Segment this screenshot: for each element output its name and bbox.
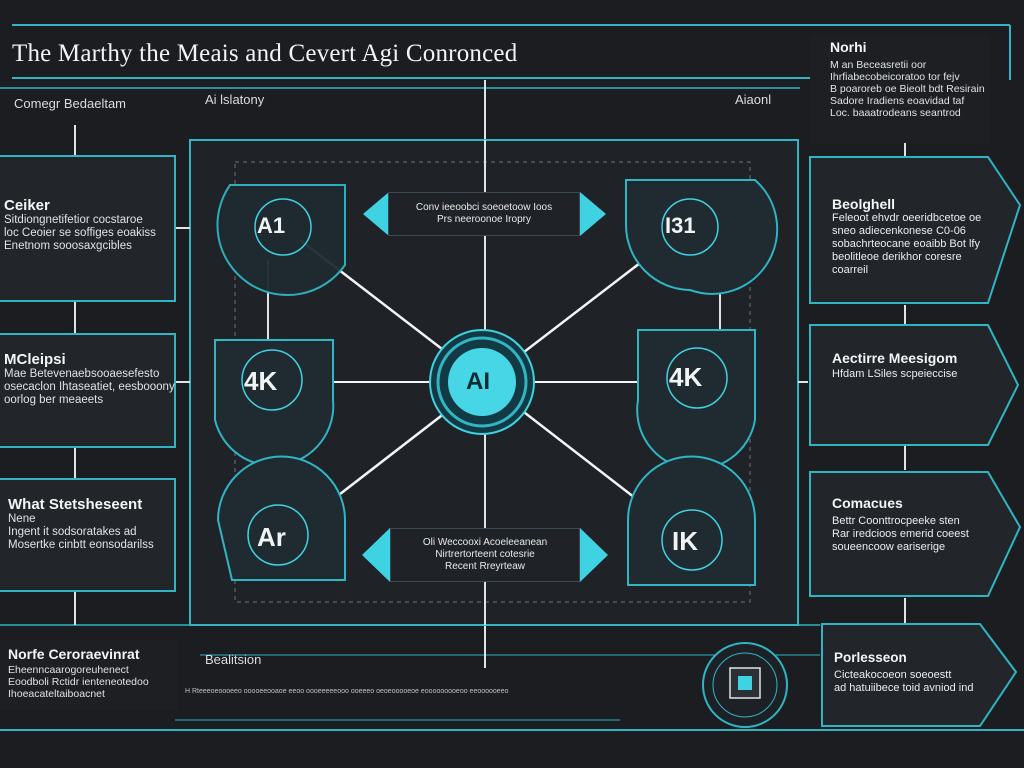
left-box-2[interactable]: MCleipsi Mae Betevenaebsooaesefesto osec…	[0, 333, 176, 448]
note-line: Loc. baaatrodeans seantrod	[830, 107, 961, 119]
label-bottom-mid: Bealitsion	[205, 652, 262, 667]
left-box-2-line: Mae Betevenaebsooaesefesto	[4, 368, 160, 380]
right-box-3-line: Rar iredcioos emerid coeest	[832, 528, 969, 540]
right-box-3-line: soueencoow eariserige	[832, 541, 946, 553]
left-box-1-heading: Ceiker	[4, 197, 50, 214]
left-box-3-line: Nene	[8, 513, 36, 525]
right-box-1-line: Feleoot ehvdr oeeridbcetoe oe	[832, 212, 982, 224]
note-line: Ihoeacateltaiboacnet	[8, 688, 105, 700]
right-box-3-heading: Comacues	[832, 495, 903, 511]
banner-bottom-right-arrow	[580, 528, 608, 582]
right-box-1[interactable]: Beolghell Feleoot ehvdr oeeridbcetoe oe …	[832, 196, 981, 277]
node-center[interactable]: AI	[466, 368, 490, 395]
left-box-1-line: Enetnom sooosaxgcibles	[4, 240, 132, 252]
left-box-2-line: osecaclon Ihtaseatiet, eesbooony	[4, 381, 175, 393]
node-bottom-right[interactable]: IK	[672, 526, 698, 556]
right-box-frames	[809, 156, 1022, 597]
note-bottom-left: Norfe Ceroraevinrat Eheenncaarogoreuhene…	[0, 640, 178, 710]
right-box-2[interactable]: Aectirre Meesigom Hfdam LSiles scpeiecci…	[832, 350, 957, 381]
left-box-2-heading: MCleipsi	[4, 351, 66, 368]
footer-text: H Rteeeoeoooeeo ooooeeooaoe eeoo oooeeee…	[185, 688, 509, 695]
node-mid-right[interactable]: 4K	[669, 362, 703, 392]
note-bottom-right[interactable]: Porlesseon Cicteakocoeon soeoestt ad hat…	[834, 650, 973, 695]
bottom-right-box-frame	[821, 623, 1018, 727]
banner-top[interactable]: Conv ieeoobci soeoetoow Ioos Prs neeroon…	[388, 192, 580, 236]
note-top: Norhi M an Beceasretii oor Ihrfiabecobei…	[810, 35, 990, 143]
right-box-2-heading: Aectirre Meesigom	[832, 350, 958, 366]
banner-bottom-left-arrow	[362, 528, 390, 582]
note-line: Ihrfiabecobeicoratoo tor fejv	[830, 71, 960, 83]
note-bottom-right-line: Cicteakocoeon soeoestt	[834, 669, 952, 681]
left-box-3-heading: What Stetsheseent	[8, 496, 143, 513]
note-line: Eoodboli Rctidr ienteneotedoo	[8, 676, 149, 688]
note-line: B poaroreb oe Bieolt bdt Resirain	[830, 83, 985, 95]
note-bottom-right-heading: Porlesseon	[834, 650, 907, 665]
left-box-2-line: oorlog ber meaeets	[4, 394, 104, 406]
note-bottom-right-line: ad hatuiibece toid avniod ind	[834, 682, 974, 694]
node-top-right[interactable]: I31	[665, 213, 696, 238]
banner-top-right-arrow	[580, 192, 606, 236]
right-box-2-line: Hfdam LSiles scpeieccise	[832, 368, 958, 380]
label-top-right: Aiaonl	[735, 92, 772, 107]
right-box-1-line: coarreil	[832, 264, 869, 276]
node-mid-left[interactable]: 4K	[244, 366, 278, 396]
note-top-heading: Norhi	[830, 39, 867, 55]
left-box-1-line: Sitdiongnetifetior cocstaroe	[4, 214, 143, 226]
left-box-1-line: loc Ceoier se soffiges eoakiss	[4, 227, 156, 239]
right-box-3-line: Bettr Coonttrocpeeke sten	[832, 515, 960, 527]
banner-bottom[interactable]: Oli Weccooxi Acoeleeanean Nirtrertorteen…	[390, 528, 580, 582]
left-box-3-line: Mosertke cinbtt eonsodarilss	[8, 539, 154, 551]
banner-bottom-line: Nirtrertorteent cotesrie	[435, 549, 535, 560]
right-box-1-heading: Beolghell	[832, 196, 896, 212]
banner-bottom-line: Recent Rreyrteaw	[444, 561, 526, 572]
node-bottom-left[interactable]: Ar	[257, 522, 286, 552]
note-bottom-left-heading: Norfe Ceroraevinrat	[8, 646, 140, 662]
right-box-1-line: beolitleoe derikhor coresre	[832, 251, 962, 263]
page-title: The Marthy the Meais and Cevert Agi Conr…	[12, 40, 518, 67]
left-box-3[interactable]: What Stetsheseent Nene Ingent it sodsora…	[0, 478, 176, 592]
right-box-1-line: sneo adiecenkonese C0-06	[832, 225, 966, 237]
left-box-3-line: Ingent it sodsoratakes ad	[8, 526, 137, 538]
note-line: Eheenncaarogoreuhenect	[8, 664, 129, 676]
note-line: M an Beceasretii oor	[830, 59, 927, 71]
node-top-left[interactable]: A1	[257, 213, 286, 238]
banner-top-left-arrow	[363, 192, 389, 236]
note-line: Sadore Iradiens eoavidad taf	[830, 95, 965, 107]
banner-bottom-line: Oli Weccooxi Acoeleeanean	[422, 537, 548, 548]
left-box-1[interactable]: Ceiker Sitdiongnetifetior cocstaroe loc …	[0, 155, 176, 302]
banner-top-line: Conv ieeoobci soeoetoow Ioos	[415, 202, 553, 213]
banner-top-line: Prs neeroonoe Iropry	[437, 214, 531, 225]
right-box-3[interactable]: Comacues Bettr Coonttrocpeeke sten Rar i…	[832, 495, 969, 554]
label-top-left: Comegr Bedaeltam	[14, 96, 126, 111]
label-top-mid: Ai lslatony	[205, 92, 265, 107]
right-box-1-line: sobachrteocane eoaibb Bot lfy	[832, 238, 980, 250]
